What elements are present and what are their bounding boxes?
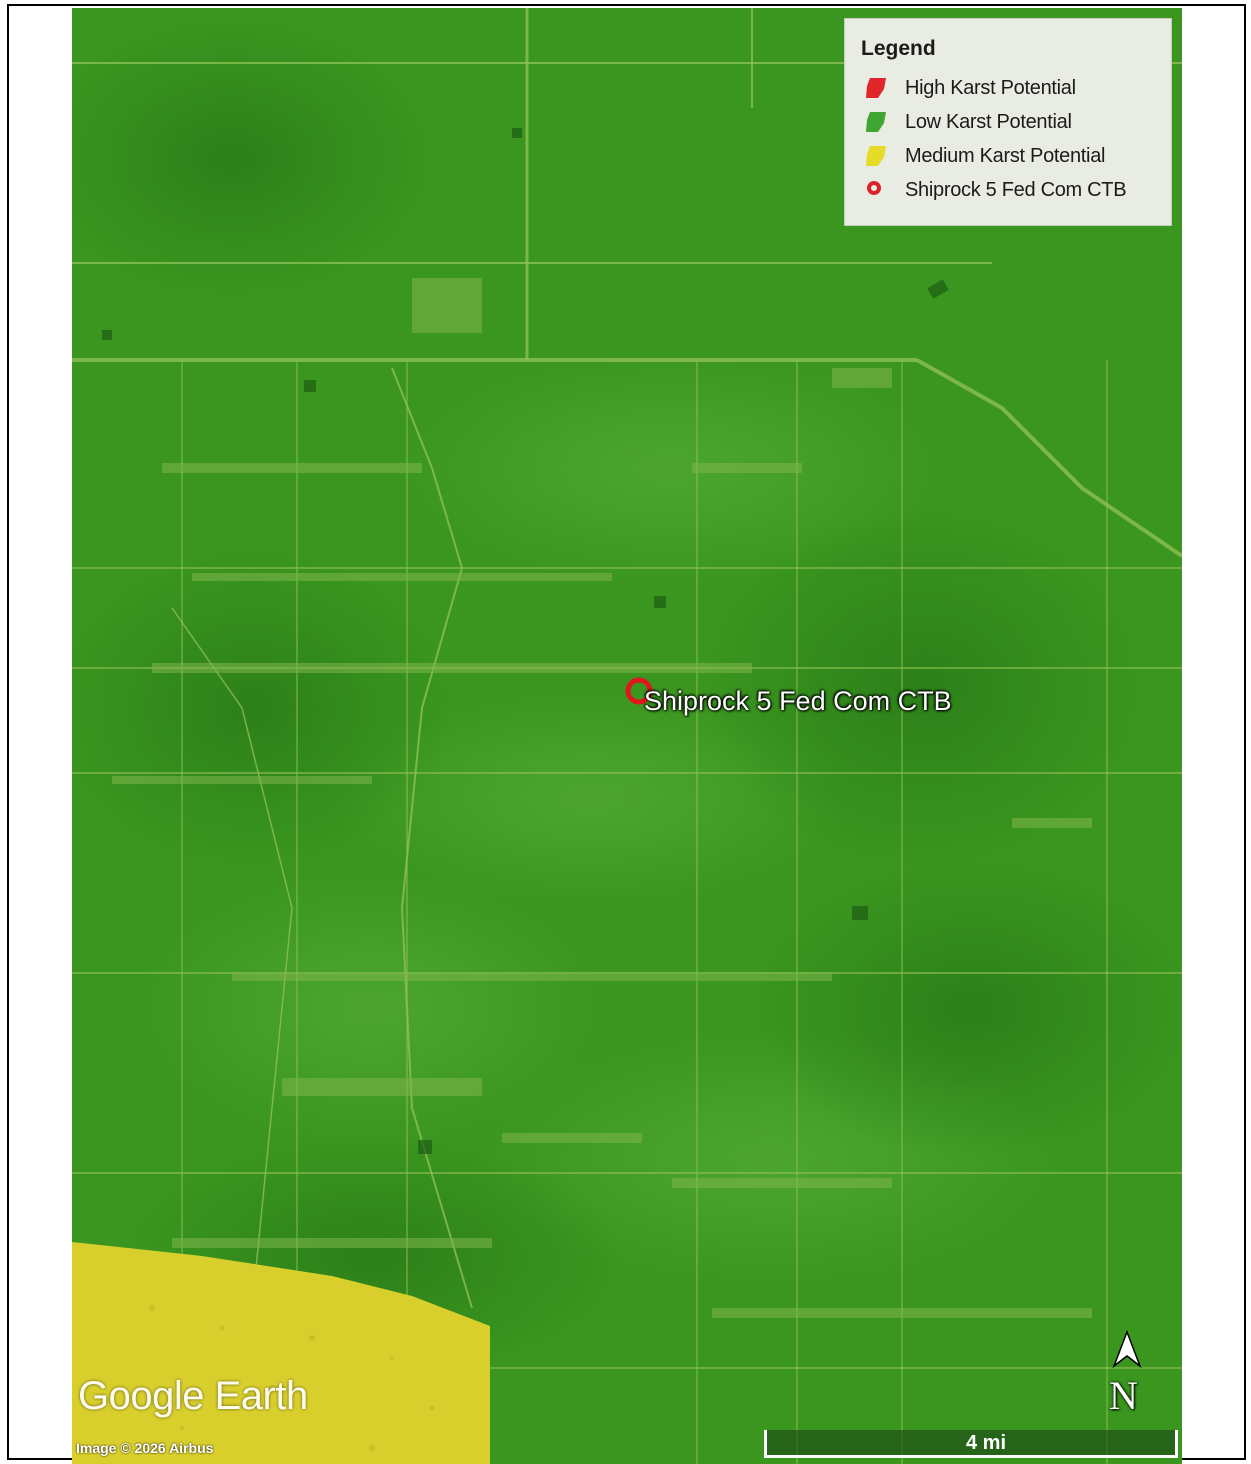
scale-label: 4 mi <box>965 1432 1007 1454</box>
legend-label: Medium Karst Potential <box>905 144 1106 167</box>
medium-karst-area <box>72 1242 490 1464</box>
legend-label: Shiprock 5 Fed Com CTB <box>905 178 1127 201</box>
north-letter: N <box>1109 1373 1138 1418</box>
polygon-swatch-icon <box>861 110 891 134</box>
north-arrow-icon <box>1112 1330 1142 1369</box>
map-background <box>72 8 1182 1464</box>
google-earth-watermark: Google Earth <box>78 1374 308 1418</box>
polygon-swatch-icon <box>861 76 891 100</box>
site-marker-icon[interactable] <box>624 676 654 706</box>
legend-label: Low Karst Potential <box>905 110 1072 133</box>
legend-item-site: Shiprock 5 Fed Com CTB <box>861 173 1171 207</box>
scale-bar: 4 mi <box>764 1430 1178 1458</box>
image-credit: Image © 2026 Airbus <box>76 1440 214 1456</box>
well-pads <box>112 278 1092 1318</box>
legend-item-low-karst: Low Karst Potential <box>861 105 1171 139</box>
map-legend: Legend High Karst Potential Low Karst Po… <box>844 18 1172 226</box>
legend-item-high-karst: High Karst Potential <box>861 71 1171 105</box>
legend-label: High Karst Potential <box>905 76 1076 99</box>
legend-title: Legend <box>861 37 936 60</box>
ring-marker-icon <box>861 178 891 202</box>
polygon-swatch-icon <box>861 144 891 168</box>
karst-map[interactable]: Legend High Karst Potential Low Karst Po… <box>72 8 1182 1464</box>
legend-item-medium-karst: Medium Karst Potential <box>861 139 1171 173</box>
site-marker-label: Shiprock 5 Fed Com CTB <box>644 686 952 716</box>
